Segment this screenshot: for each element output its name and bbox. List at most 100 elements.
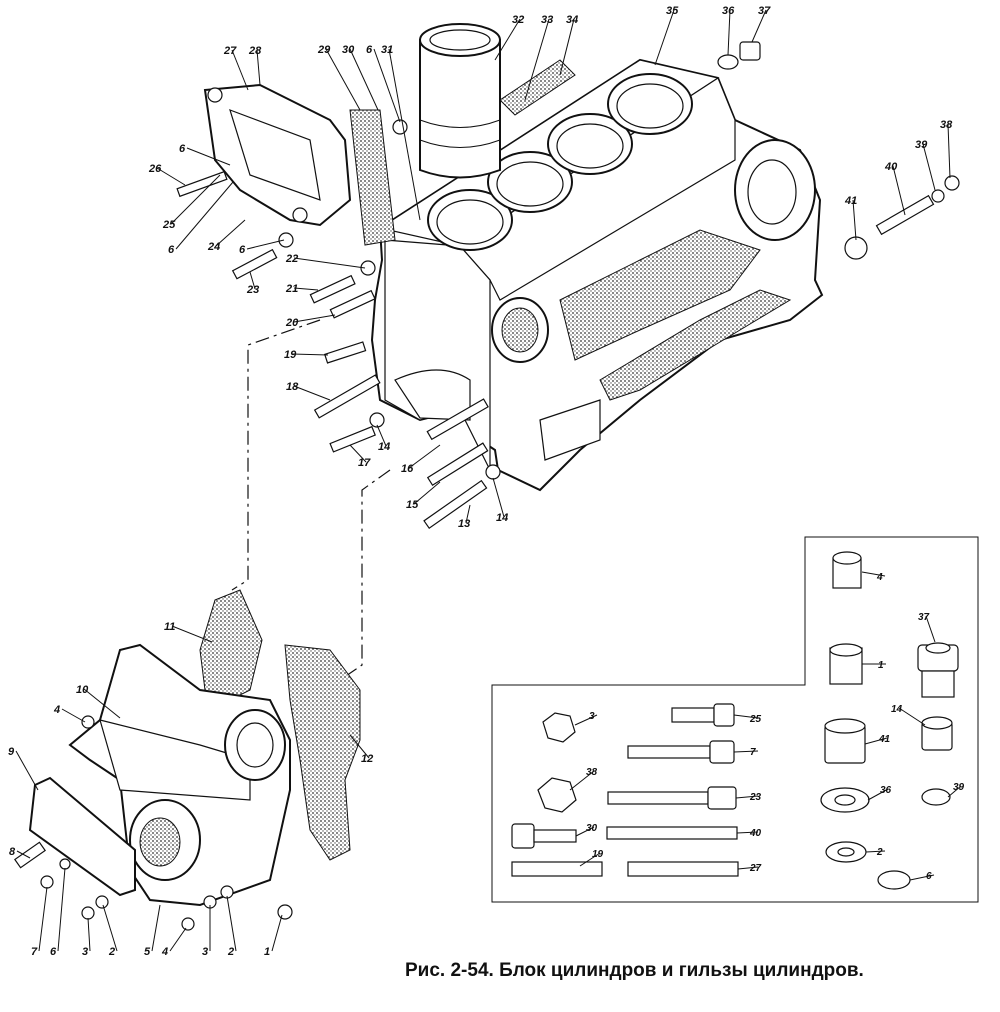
callout-1: 1	[878, 660, 884, 671]
callout-25: 25	[162, 219, 176, 231]
callout-27: 27	[749, 863, 762, 874]
callout-15: 15	[406, 499, 419, 511]
cylinder-liner	[419, 23, 501, 179]
callout-9: 9	[8, 746, 15, 758]
callout-37: 37	[918, 612, 930, 623]
leader-line-6	[186, 147, 231, 166]
callout-23: 23	[246, 284, 259, 296]
callout-3: 3	[589, 711, 595, 722]
leader-line-1	[271, 914, 283, 952]
callout-39: 39	[915, 139, 928, 151]
bolt-25	[671, 703, 735, 727]
leader-line-6	[373, 48, 401, 123]
callout-14: 14	[891, 704, 903, 715]
callout-5: 5	[144, 946, 151, 958]
leader-line-38	[947, 123, 951, 179]
leader-line-39	[922, 143, 936, 191]
callout-24: 24	[207, 241, 220, 253]
callout-6: 6	[50, 946, 57, 958]
callout-18: 18	[286, 381, 299, 393]
callout-16: 16	[401, 463, 414, 475]
callout-4: 4	[161, 946, 168, 958]
leader-line-6	[909, 874, 935, 881]
leader-line-40	[892, 165, 906, 216]
leader-line-11	[171, 625, 213, 643]
callout-26: 26	[148, 163, 162, 175]
leader-line-28	[256, 49, 261, 86]
leader-line-35	[654, 9, 675, 66]
stud-40	[606, 826, 738, 840]
leader-line-3	[574, 714, 598, 726]
callout-36: 36	[880, 785, 892, 796]
timing-cover-assembly	[14, 589, 361, 931]
nut-38	[537, 777, 577, 813]
leader-line-13	[465, 504, 471, 524]
leader-line-24	[215, 219, 246, 247]
callout-4: 4	[876, 572, 883, 583]
leader-line-15	[413, 481, 441, 505]
callout-37: 37	[758, 5, 771, 17]
leader-line-5	[151, 904, 161, 952]
leader-line-19	[579, 852, 601, 867]
nut-3	[542, 712, 576, 743]
leader-line-17	[349, 444, 367, 463]
callout-19: 19	[592, 849, 604, 860]
leader-line-4	[861, 571, 886, 577]
callout-11: 11	[164, 621, 175, 633]
leader-line-25	[170, 174, 221, 225]
leader-line-8	[16, 850, 31, 859]
leader-line-6	[246, 239, 285, 250]
callout-4: 4	[53, 704, 60, 716]
leader-line-34	[559, 18, 575, 76]
leader-line-26	[156, 167, 186, 186]
assembly-line-left	[231, 319, 321, 591]
gasket-29	[349, 109, 396, 246]
callout-29: 29	[317, 44, 331, 56]
bushing-14	[921, 716, 953, 751]
leader-line-2	[226, 895, 237, 952]
leader-line-14	[898, 707, 926, 726]
leader-line-32	[494, 18, 521, 61]
bolt-30	[511, 823, 577, 849]
figure-caption: Рис. 2-54. Блок цилиндров и гильзы цилин…	[405, 960, 864, 981]
leader-line-9	[15, 750, 39, 791]
callout-36: 36	[722, 5, 735, 17]
leader-line-2	[102, 904, 118, 952]
callout-2: 2	[876, 847, 883, 858]
callout-41: 41	[878, 734, 891, 745]
leader-line-29	[325, 48, 361, 111]
callout-3: 3	[202, 946, 208, 958]
leader-line-12	[349, 734, 370, 759]
washer-6	[877, 870, 911, 890]
plug-1	[829, 643, 863, 685]
callout-23: 23	[749, 792, 762, 803]
bolt-23	[607, 786, 737, 810]
callout-39: 39	[953, 782, 965, 793]
plug-37	[917, 642, 959, 698]
callout-35: 35	[666, 5, 679, 17]
callout-33: 33	[541, 14, 553, 26]
bolt-7	[627, 740, 735, 764]
leader-line-27	[737, 866, 759, 870]
washer-39	[921, 788, 951, 806]
leader-line-39	[947, 785, 962, 798]
leader-line-18	[293, 385, 331, 401]
callout-22: 22	[285, 253, 298, 265]
fastener-inset	[491, 536, 979, 903]
callout-8: 8	[9, 846, 16, 858]
callout-6: 6	[366, 44, 373, 56]
stud-27	[627, 861, 739, 877]
leader-line-14	[492, 477, 505, 518]
leader-line-14	[376, 424, 387, 447]
leader-line-21	[293, 287, 319, 291]
callout-31: 31	[381, 44, 393, 56]
leader-line-10	[83, 688, 121, 719]
leader-line-33	[524, 18, 550, 101]
bushing-41	[824, 718, 866, 764]
rear-cover	[203, 83, 352, 227]
callout-40: 40	[749, 828, 762, 839]
plug-4	[832, 551, 862, 589]
leader-line-7	[733, 750, 759, 753]
leader-line-31	[388, 48, 421, 221]
leader-line-37	[925, 615, 936, 643]
